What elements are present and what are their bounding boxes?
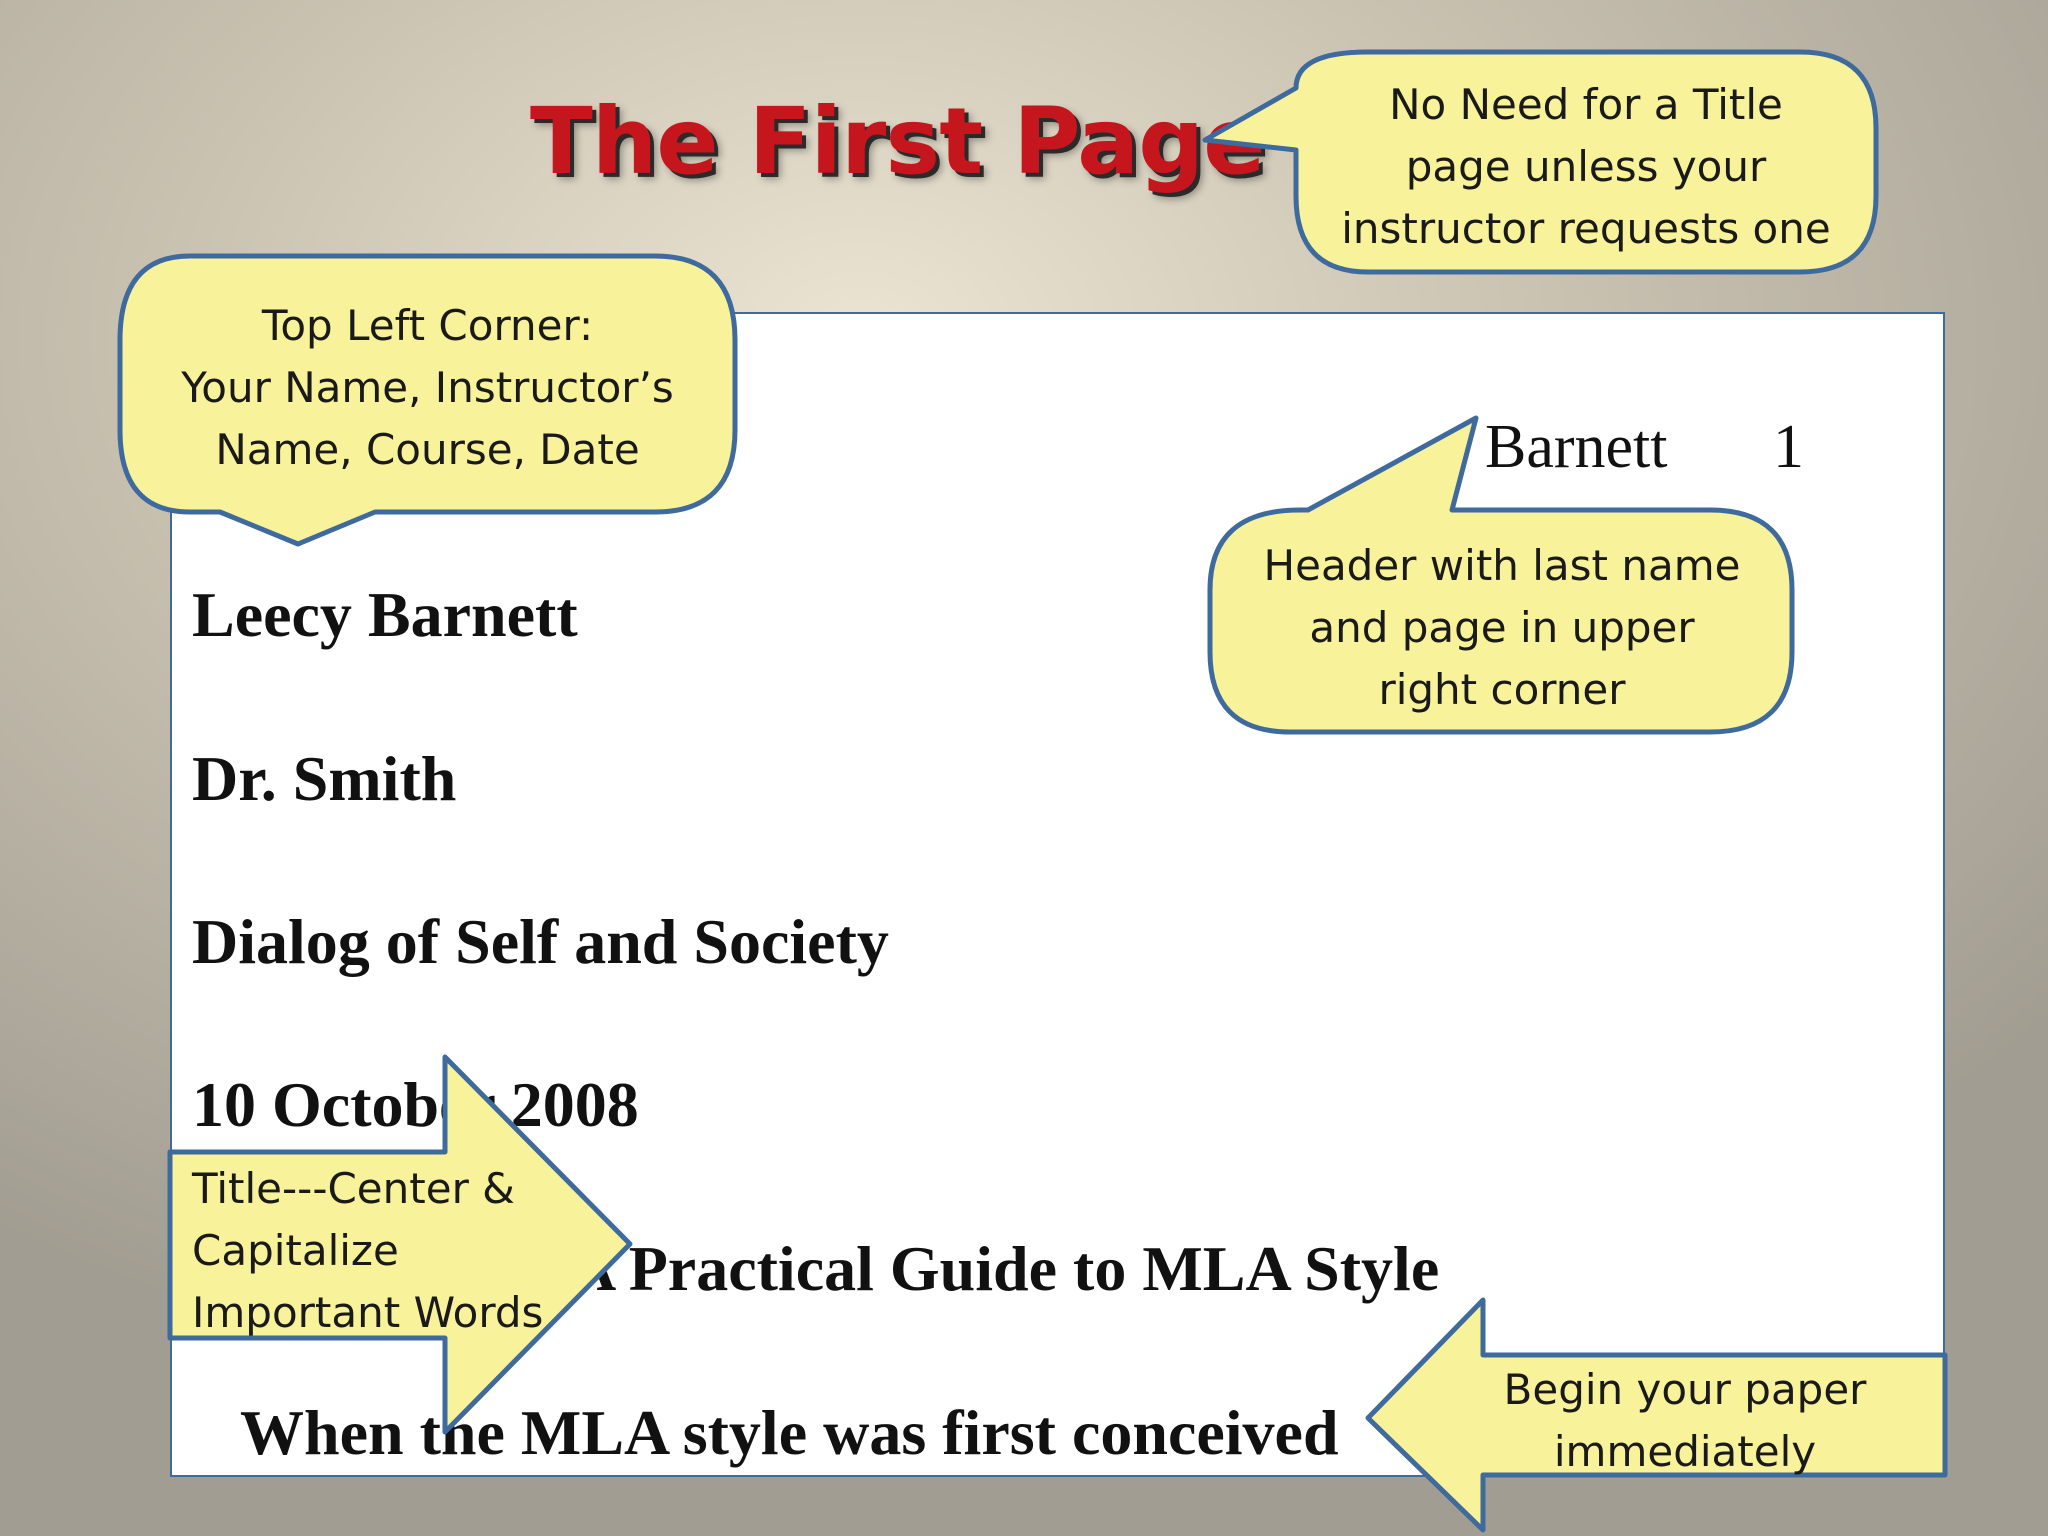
title-page-callout-bubble [1202,49,1879,275]
top-left-callout-bubble [117,253,738,547]
title-center-arrow [167,1054,633,1435]
header-page-number: 1 [1773,413,1804,481]
begin-paper-arrow [1365,1297,1948,1533]
paper-title: A Practical Guide to MLA Style [570,1233,1440,1304]
callout-line: Header with last name [1263,541,1741,590]
title-center-callout-text: Title---Center & Capitalize Important Wo… [192,1158,612,1344]
header-last-name: Barnett [1485,413,1668,481]
slide-title: The First Page [530,88,1265,195]
paper-date: 10 October 2008 [192,1069,639,1140]
header-callout-text: Header with last name and page in upper … [1212,535,1792,721]
callout-line: Important Words [192,1288,544,1337]
callout-line: and page in upper [1309,603,1695,652]
callout-line: instructor requests one [1341,204,1831,253]
callout-line: Your Name, Instructor’s [181,363,674,412]
callout-line: Begin your paper [1503,1365,1867,1414]
course-name: Dialog of Self and Society [192,906,889,977]
callout-line: No Need for a Title [1389,80,1783,129]
begin-paper-callout-text: Begin your paper immediately [1480,1359,1890,1483]
top-left-callout-text: Top Left Corner: Your Name, Instructor’s… [130,295,725,481]
callout-line: right corner [1378,665,1626,714]
title-page-callout-text: No Need for a Title page unless your ins… [1300,74,1872,260]
paper-first-line: When the MLA style was first conceived [240,1397,1339,1468]
callout-line: Title---Center & [192,1164,515,1213]
callout-line: Capitalize [192,1226,399,1275]
header-callout-bubble [1207,415,1795,735]
student-name: Leecy Barnett [192,579,578,650]
callout-line: immediately [1553,1427,1817,1476]
callout-line: page unless your [1405,142,1767,191]
instructor-name: Dr. Smith [192,743,457,814]
callout-line: Top Left Corner: [261,301,594,350]
callout-line: Name, Course, Date [215,425,640,474]
